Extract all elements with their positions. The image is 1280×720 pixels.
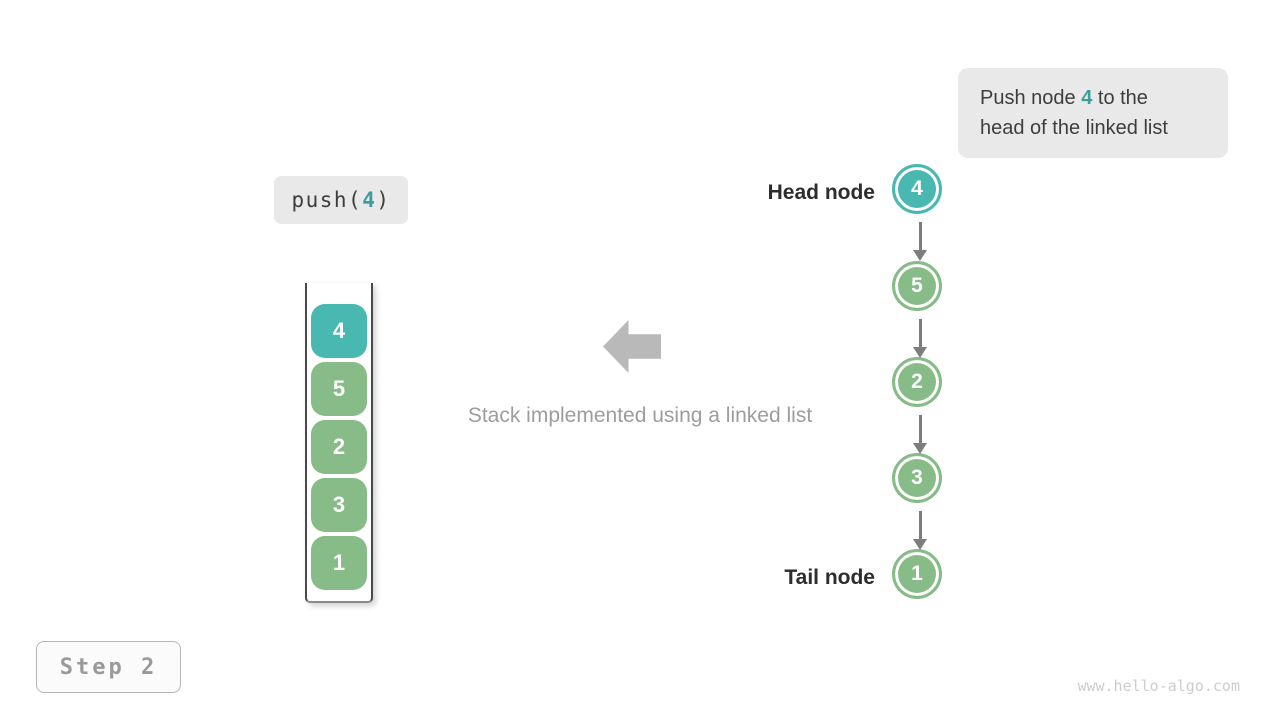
callout-line-1: Push node 4 to the [980,83,1206,113]
stack-item: 2 [311,420,367,474]
operation-suffix: ) [376,188,391,212]
arrow-head [913,250,927,261]
arrow-head [913,443,927,454]
callout-text: Push node [980,87,1082,109]
callout-text: to the [1092,87,1148,109]
watermark: www.hello-algo.com [1077,677,1240,695]
stack-item: 5 [311,362,367,416]
down-arrow-icon [913,319,927,358]
stack-container: 4 5 2 3 1 [305,283,373,603]
stack-item: 1 [311,536,367,590]
list-node: 4 [892,164,942,214]
arrow-head [913,539,927,550]
arrow-shaft [918,222,922,250]
callout-note: Push node 4 to the head of the linked li… [958,68,1228,158]
stack-item: 4 [311,304,367,358]
down-arrow-icon [913,415,927,454]
push-operation-label: push(4) [274,176,408,224]
caption: Stack implemented using a linked list [467,404,813,427]
list-node: 2 [892,357,942,407]
down-arrow-icon [913,222,927,261]
operation-prefix: push( [291,188,363,212]
arrow-head [913,347,927,358]
arrow-shaft [918,415,922,443]
down-arrow-icon [913,511,927,550]
head-node-label: Head node [767,181,875,204]
callout-highlight-value: 4 [1081,87,1093,109]
step-badge: Step 2 [36,641,181,693]
operation-value: 4 [362,188,377,212]
arrow-shaft [918,319,922,347]
list-node: 5 [892,261,942,311]
arrow-shaft [918,511,922,539]
tail-node-label: Tail node [784,566,875,589]
list-node: 1 [892,549,942,599]
stack-item: 3 [311,478,367,532]
list-node: 3 [892,453,942,503]
left-arrow-icon [603,320,661,373]
callout-line-2: head of the linked list [980,117,1168,139]
